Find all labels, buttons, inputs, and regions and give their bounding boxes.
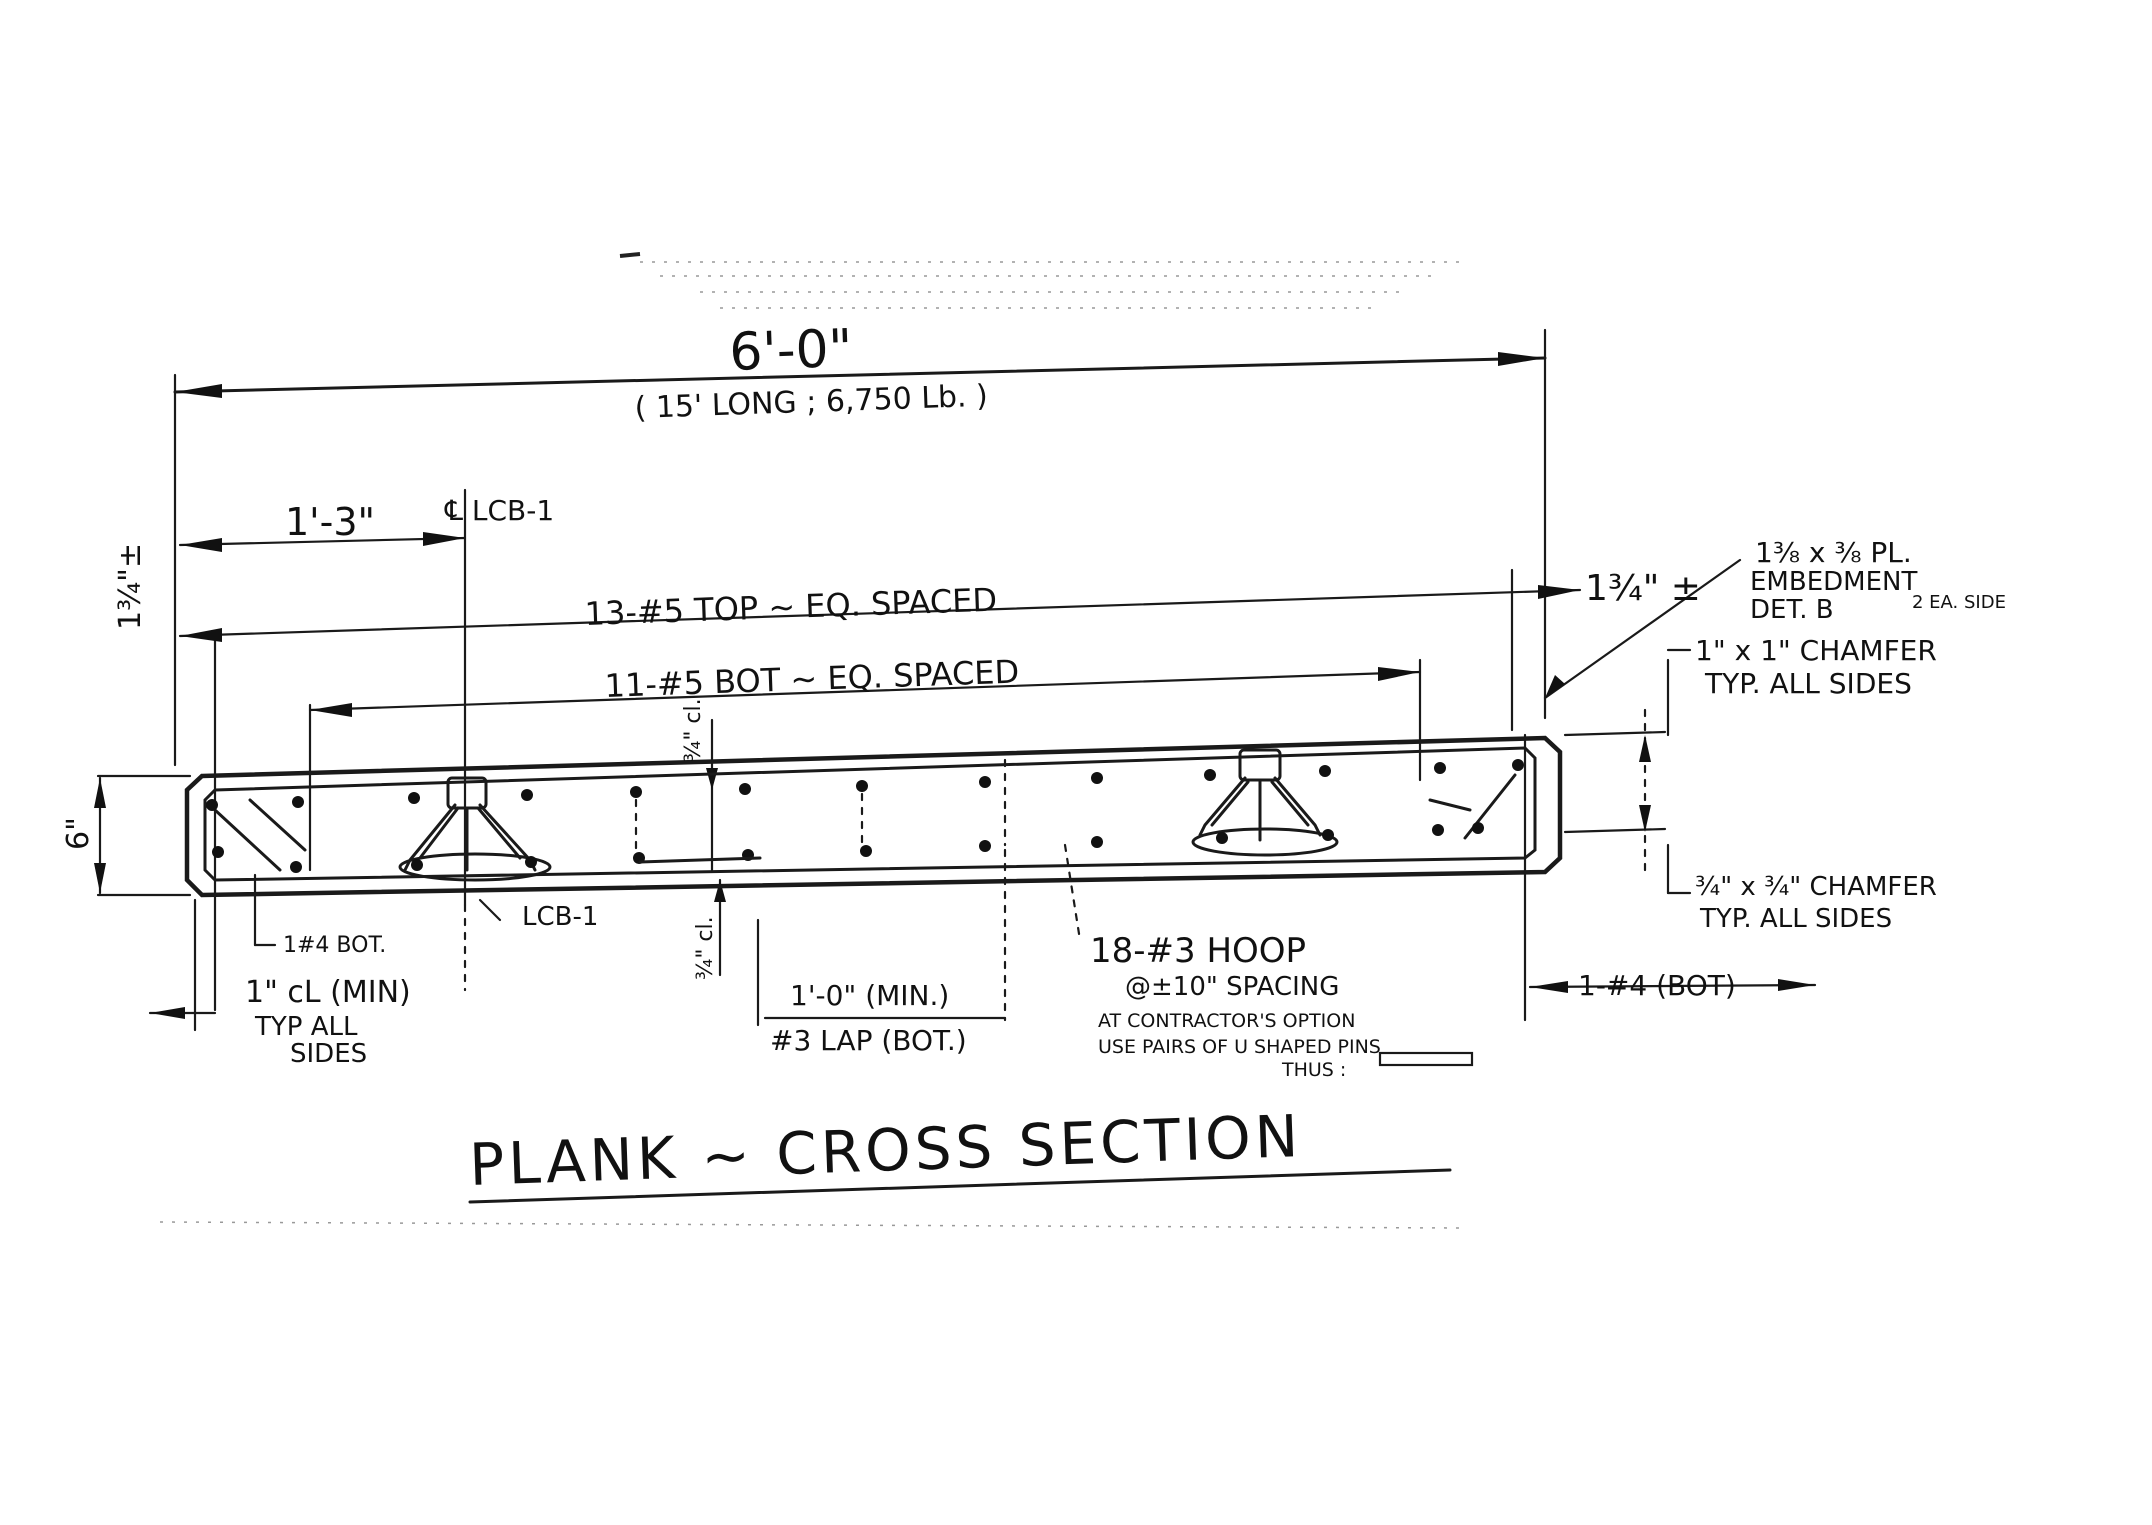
lcb-centerline-label: ℄ LCB-1: [444, 494, 554, 527]
side-cover-line2: TYP ALL: [254, 1012, 358, 1042]
side-cover-line1: 1" cL (MIN): [245, 975, 411, 1010]
scan-mark: [619, 252, 641, 258]
embed-line2: EMBEDMENT: [1750, 567, 1917, 597]
rebar-dot: [1472, 822, 1484, 834]
lcb-tag-label: LCB-1: [522, 902, 598, 932]
hoops-line5: THUS :: [1281, 1059, 1346, 1081]
chamfer2-line2: TYP. ALL SIDES: [1699, 904, 1892, 934]
embed-line3: DET. B: [1750, 595, 1834, 625]
rebar-dot: [630, 786, 642, 798]
u-pin-symbol: [1378, 1051, 1474, 1067]
hoops-line1: 18-#3 HOOP: [1090, 931, 1306, 971]
right-bar-label: 1-#4 (BOT): [1578, 969, 1736, 1002]
lcb-loop-right: [1191, 748, 1339, 857]
hoops-line3: AT CONTRACTOR'S OPTION: [1098, 1010, 1355, 1032]
rebar-dot: [408, 792, 420, 804]
rebar-dot: [979, 840, 991, 852]
embed-line4: 2 EA. SIDE: [1912, 592, 2006, 613]
rebar-dot: [212, 846, 224, 858]
rebar-dot: [856, 780, 868, 792]
lap-line2: #3 LAP (BOT.): [770, 1024, 967, 1057]
rebar-dot: [979, 776, 991, 788]
top-bars-label: 13-#5 TOP ~ EQ. SPACED: [584, 581, 998, 633]
bottom-rebar-row: [212, 822, 1484, 873]
title-underline: [468, 1168, 1452, 1204]
rebar-dot: [521, 789, 533, 801]
embed-line1: 1⅜ x ⅜ PL.: [1755, 536, 1912, 569]
chamfer2-line1: ¾" x ¾" CHAMFER: [1695, 872, 1937, 902]
rebar-dot: [1091, 836, 1103, 848]
rebar-dot: [1434, 762, 1446, 774]
corner-bar-label: 1#4 BOT.: [283, 933, 386, 958]
chamfer1-line1: 1" x 1" CHAMFER: [1695, 634, 1937, 667]
hoops-line4: USE PAIRS OF U SHAPED PINS: [1098, 1036, 1381, 1058]
top-rebar-row: [206, 759, 1524, 811]
rebar-dot: [860, 845, 872, 857]
top-cover-label: ¾" cl.: [681, 698, 706, 762]
rebar-dot: [1216, 832, 1228, 844]
lap-line1: 1'-0" (MIN.): [790, 979, 949, 1012]
rebar-dot: [411, 859, 423, 871]
hoops-line2: @±10" SPACING: [1125, 972, 1339, 1002]
rebar-dot: [1091, 772, 1103, 784]
labels: 6'-0" ( 15' LONG ; 6,750 Lb. ) 1'-3" ℄ L…: [61, 319, 2006, 1204]
depth-label: 6": [61, 817, 96, 850]
rebar-dot: [1319, 765, 1331, 777]
rebar-dot: [1432, 824, 1444, 836]
plank-section: [184, 735, 1563, 898]
rebar-dot: [525, 856, 537, 868]
side-cover-line3: SIDES: [290, 1039, 367, 1069]
drawing-title: PLANK ~ CROSS SECTION: [468, 1102, 1303, 1199]
rebar-dot: [1322, 829, 1334, 841]
rebar-dot: [206, 799, 218, 811]
rebar-dot: [1204, 769, 1216, 781]
rebar-dot: [290, 861, 302, 873]
right-edge-cover-label: 1¾" ±: [1585, 568, 1701, 609]
bottom-bars-label: 11-#5 BOT ~ EQ. SPACED: [604, 653, 1020, 705]
rebar-dot: [292, 796, 304, 808]
scan-noise: [159, 261, 1461, 1229]
left-edge-cover-label: 1¾"±: [113, 543, 148, 630]
chamfer1-line2: TYP. ALL SIDES: [1704, 667, 1912, 700]
bottom-cover-label: ¾" cl.: [693, 916, 718, 980]
rebar-dot: [1512, 759, 1524, 771]
rebar-dot: [739, 783, 751, 795]
overall-note-label: ( 15' LONG ; 6,750 Lb. ): [634, 379, 988, 426]
overall-width-label: 6'-0": [728, 319, 853, 383]
lcb-offset-label: 1'-3": [285, 500, 375, 544]
